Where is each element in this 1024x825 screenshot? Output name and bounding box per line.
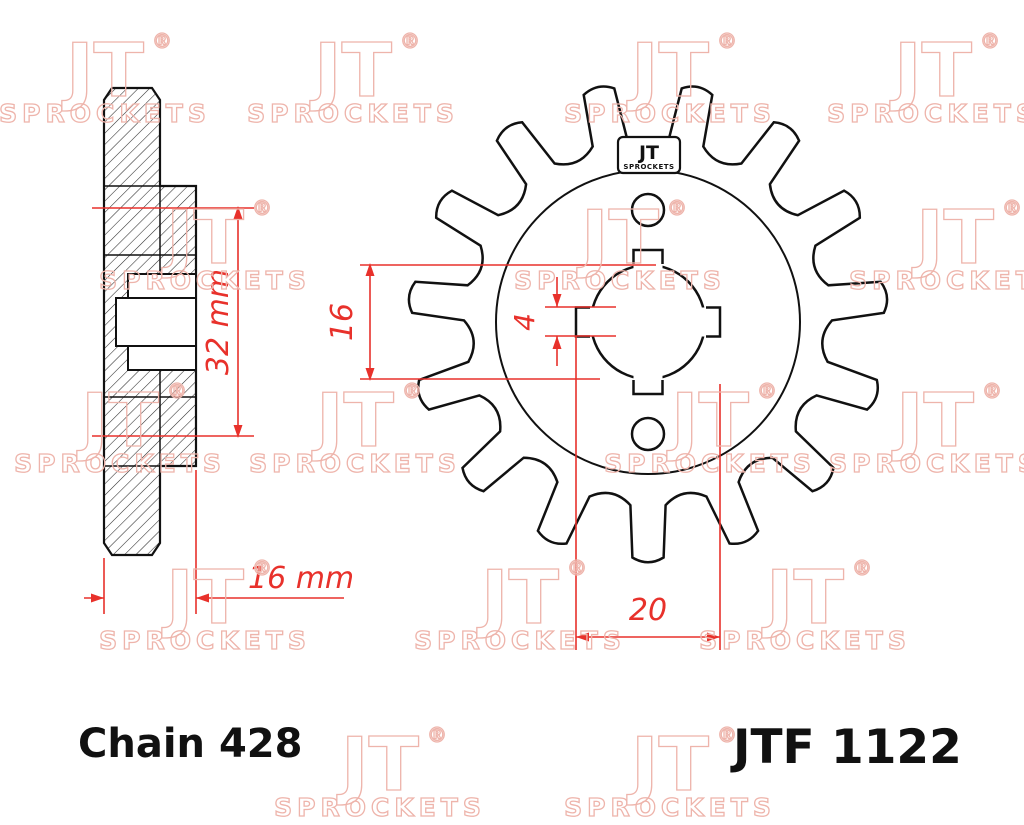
jt-watermark: JT ® SPROCKETS <box>849 194 1024 295</box>
side-view: 32 mm 16 mm <box>84 86 354 614</box>
dim-label-16mm: 16 mm <box>248 561 354 596</box>
watermark-text: ® <box>567 556 587 580</box>
watermark-text: ® <box>757 379 777 403</box>
jt-logo-stamp: JT SPROCKETS <box>616 135 682 175</box>
watermark-text: JT <box>911 195 995 281</box>
bore-slot <box>632 248 664 274</box>
jt-watermark: JT ® SPROCKETS <box>829 377 1024 478</box>
jt-watermark: JT ® SPROCKETS <box>514 194 726 295</box>
watermark-text: SPROCKETS <box>247 99 459 128</box>
jt-watermark: JT ® SPROCKETS <box>564 27 776 128</box>
jt-watermark: JT ® SPROCKETS <box>414 554 626 655</box>
watermark-text: JT <box>161 555 245 641</box>
hub-bore-section <box>115 273 197 371</box>
jt-watermark: JT ® SPROCKETS <box>247 27 459 128</box>
chain-size-label: Chain 428 <box>78 721 302 767</box>
watermark-text: ® <box>167 379 187 403</box>
watermark-text: SPROCKETS <box>564 99 776 128</box>
watermark-text: JT <box>891 378 975 464</box>
watermark-text: JT <box>626 28 710 114</box>
watermark-text: ® <box>402 379 422 403</box>
jt-watermark: JT ® SPROCKETS <box>274 721 486 822</box>
watermark-text: SPROCKETS <box>14 449 226 478</box>
watermark-text: SPROCKETS <box>99 266 311 295</box>
watermark-text: SPROCKETS <box>564 793 776 822</box>
watermark-text: SPROCKETS <box>514 266 726 295</box>
bore-slot <box>574 306 600 338</box>
bolt-hole-bottom <box>630 416 666 452</box>
watermark-text: JT <box>889 28 973 114</box>
jt-watermark: JT ® SPROCKETS <box>827 27 1024 128</box>
bore-slot <box>696 306 722 338</box>
front-dimension-arrows <box>365 263 720 642</box>
jt-watermark: JT ® SPROCKETS <box>699 554 911 655</box>
watermark-text: SPROCKETS <box>827 99 1024 128</box>
watermark-text: ® <box>400 29 420 53</box>
watermark-text: JT <box>161 195 245 281</box>
watermark-text: ® <box>152 29 172 53</box>
watermark-text: JT <box>309 28 393 114</box>
watermark-text: SPROCKETS <box>829 449 1024 478</box>
watermark-text: ® <box>717 723 737 747</box>
watermark-text: JT <box>576 195 660 281</box>
dim-label-16: 16 <box>325 303 360 341</box>
jt-watermark: JT ® SPROCKETS <box>99 194 311 295</box>
bore-slot <box>632 370 664 396</box>
watermark-text: JT <box>761 555 845 641</box>
jt-watermark: JT ® SPROCKETS <box>249 377 461 478</box>
watermark-text: SPROCKETS <box>99 626 311 655</box>
watermark-text: ® <box>427 723 447 747</box>
watermark-text: JT <box>626 722 710 808</box>
jt-watermark: JT ® SPROCKETS <box>564 721 776 822</box>
watermark-text: SPROCKETS <box>274 793 486 822</box>
side-dimension-arrows <box>91 206 243 603</box>
jt-logo-text: JT <box>637 142 659 164</box>
dim-label-20: 20 <box>629 593 667 628</box>
watermark-text: JT <box>61 28 145 114</box>
jt-logo-subtext: SPROCKETS <box>623 163 674 171</box>
side-dimension-lines <box>84 207 344 614</box>
dim-label-32mm: 32 mm <box>201 269 236 375</box>
watermark-text: ® <box>852 556 872 580</box>
watermark-text: ® <box>667 196 687 220</box>
watermark-text: ® <box>982 379 1002 403</box>
watermark-text: SPROCKETS <box>849 266 1024 295</box>
watermark-text: JT <box>76 378 160 464</box>
watermark-text: SPROCKETS <box>0 99 211 128</box>
watermark-text: SPROCKETS <box>414 626 626 655</box>
watermark-text: JT <box>311 378 395 464</box>
jt-watermark: JT ® SPROCKETS <box>99 554 311 655</box>
jt-watermark: JT ® SPROCKETS <box>0 27 211 128</box>
watermark-text: ® <box>980 29 1000 53</box>
watermark-text: JT <box>476 555 560 641</box>
watermark-text: ® <box>252 196 272 220</box>
watermark-text: SPROCKETS <box>604 449 816 478</box>
watermark-text: ® <box>717 29 737 53</box>
watermark-text: JT <box>666 378 750 464</box>
bolt-hole-top <box>630 192 666 228</box>
part-number-label: JTF 1122 <box>730 720 962 775</box>
watermark-text: SPROCKETS <box>249 449 461 478</box>
watermark-text: SPROCKETS <box>699 626 911 655</box>
bore-spline-slots <box>574 248 722 396</box>
watermark-text: ® <box>252 556 272 580</box>
front-view: JT SPROCKETS 16 4 20 <box>325 85 889 650</box>
dim-label-4: 4 <box>508 313 541 331</box>
jt-watermark: JT ® SPROCKETS <box>604 377 816 478</box>
watermark-text: ® <box>1002 196 1022 220</box>
watermark-text: JT <box>336 722 420 808</box>
jt-watermark: JT ® SPROCKETS <box>14 377 226 478</box>
